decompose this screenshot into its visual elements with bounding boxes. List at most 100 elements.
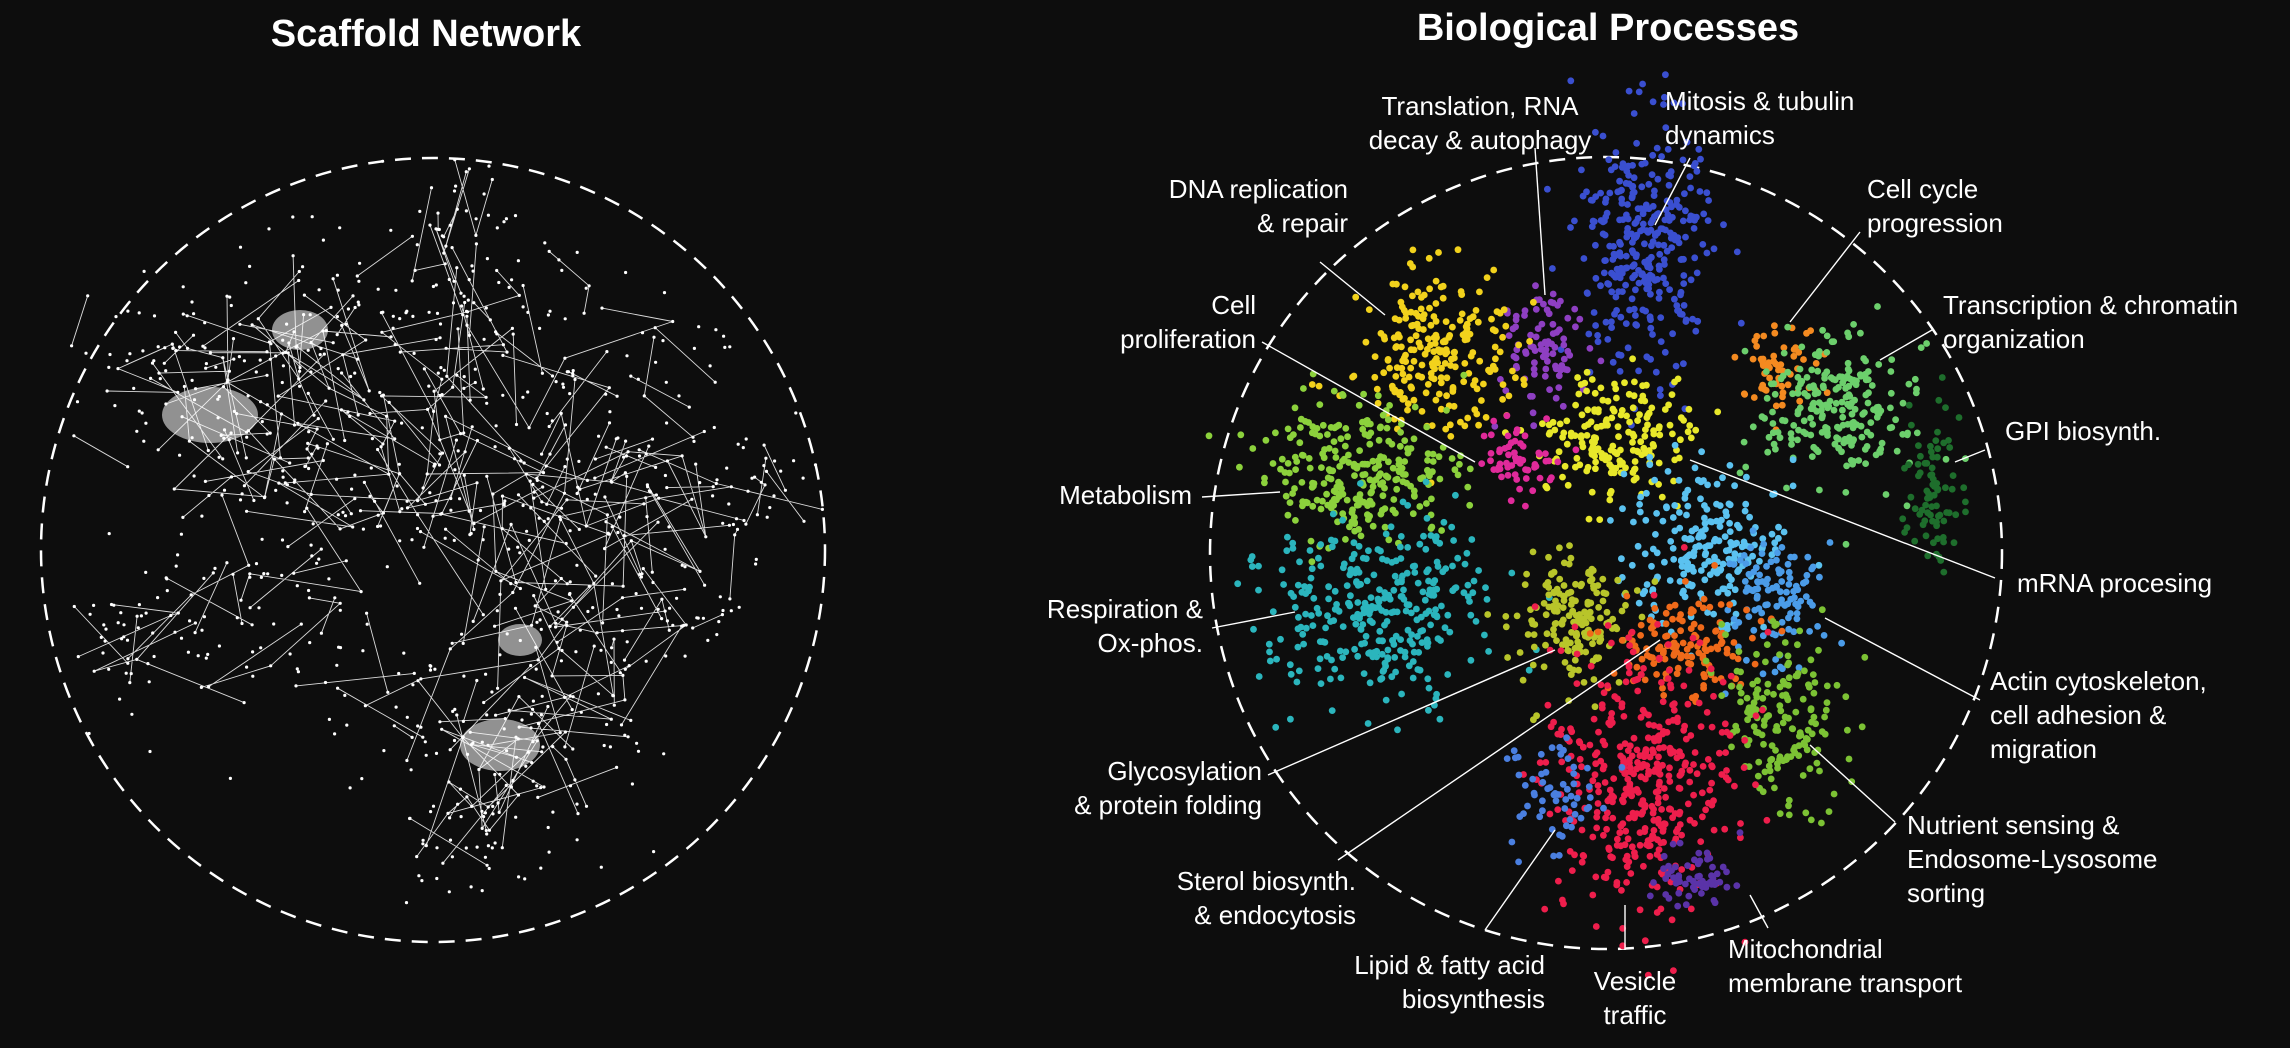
network-node xyxy=(482,700,486,705)
network-node xyxy=(529,506,533,510)
network-node xyxy=(563,317,567,321)
process-dot xyxy=(1796,729,1804,737)
process-dot xyxy=(1560,341,1568,349)
process-dot xyxy=(1559,473,1566,481)
process-dot xyxy=(1719,560,1727,568)
process-dot xyxy=(1307,537,1315,545)
process-dot xyxy=(1394,331,1402,339)
network-node xyxy=(222,488,227,492)
process-dot xyxy=(1481,631,1488,639)
process-dot xyxy=(1619,796,1626,804)
process-dot xyxy=(1602,318,1610,326)
network-node xyxy=(711,485,715,489)
network-node xyxy=(610,646,614,650)
network-node xyxy=(727,523,732,527)
network-node xyxy=(432,389,436,393)
network-node xyxy=(652,850,656,854)
process-dot xyxy=(1770,690,1777,698)
network-node xyxy=(820,507,825,511)
process-dot xyxy=(1809,601,1816,609)
process-dot xyxy=(1603,416,1611,423)
process-dot xyxy=(1390,641,1398,648)
process-dot xyxy=(1510,747,1518,755)
process-dot xyxy=(1595,604,1602,611)
network-node xyxy=(119,611,123,615)
label-line: Transcription & chromatin xyxy=(1943,290,2238,320)
process-dot xyxy=(1864,376,1872,383)
process-dot xyxy=(1645,767,1653,775)
network-node xyxy=(746,489,750,493)
process-dot xyxy=(1778,627,1786,635)
process-dot xyxy=(1352,620,1360,628)
network-node xyxy=(397,472,401,476)
process-dot xyxy=(1655,654,1663,662)
process-dot xyxy=(1794,389,1802,397)
process-dot xyxy=(1742,588,1750,595)
network-node xyxy=(236,451,240,455)
process-dot xyxy=(1319,421,1327,429)
process-dot xyxy=(1422,545,1430,553)
process-dot xyxy=(1450,537,1457,544)
process-dot xyxy=(1531,603,1539,610)
process-dot xyxy=(1613,307,1620,314)
process-dot xyxy=(1571,810,1579,818)
network-node xyxy=(610,525,614,529)
process-dot xyxy=(1772,656,1779,663)
network-node xyxy=(607,532,611,536)
process-dot xyxy=(1393,475,1401,483)
process-dot xyxy=(1335,421,1343,429)
network-node xyxy=(232,357,236,361)
process-dot xyxy=(1555,384,1563,391)
process-dot xyxy=(1818,414,1826,422)
network-node xyxy=(502,220,506,224)
network-node xyxy=(505,350,509,354)
network-node xyxy=(453,707,457,712)
network-node xyxy=(296,421,300,425)
network-node xyxy=(568,580,572,584)
network-node xyxy=(391,326,395,330)
network-node xyxy=(639,606,644,610)
process-dot xyxy=(1662,875,1670,882)
process-dot xyxy=(1743,606,1750,614)
process-dot xyxy=(1696,639,1704,646)
network-node xyxy=(495,226,499,230)
network-node xyxy=(393,419,397,423)
label-line: dynamics xyxy=(1665,120,1775,150)
network-node xyxy=(291,254,295,258)
network-node xyxy=(541,485,545,489)
network-node xyxy=(331,341,335,345)
process-dot xyxy=(1466,465,1474,473)
network-node xyxy=(471,269,475,273)
network-node xyxy=(400,421,404,425)
network-node xyxy=(245,665,249,669)
process-dot xyxy=(1703,189,1711,197)
network-node xyxy=(467,333,471,337)
network-node xyxy=(402,651,406,655)
process-dot xyxy=(1671,601,1679,609)
process-dot xyxy=(1471,406,1479,414)
process-dot xyxy=(1266,657,1274,665)
process-dot xyxy=(1520,376,1528,383)
process-dot xyxy=(1450,349,1458,356)
process-dot xyxy=(1669,545,1677,552)
process-dot xyxy=(1818,728,1826,735)
network-node xyxy=(538,618,542,622)
process-dot xyxy=(1278,455,1286,463)
process-dot xyxy=(1584,463,1592,471)
process-dot xyxy=(1466,598,1473,605)
network-node xyxy=(421,735,425,739)
network-node xyxy=(327,386,331,390)
process-dot xyxy=(1553,585,1561,593)
process-dot xyxy=(1366,476,1374,484)
network-node xyxy=(256,317,260,321)
network-node xyxy=(485,832,489,836)
process-dot xyxy=(1521,432,1529,440)
process-dot xyxy=(1641,828,1648,835)
network-node xyxy=(482,337,486,341)
biological-processes-title: Biological Processes xyxy=(1417,7,1799,49)
process-dot xyxy=(1685,659,1692,667)
process-dot xyxy=(1687,434,1695,442)
process-dot xyxy=(1823,389,1831,397)
network-node xyxy=(310,215,314,219)
network-node xyxy=(691,435,695,439)
